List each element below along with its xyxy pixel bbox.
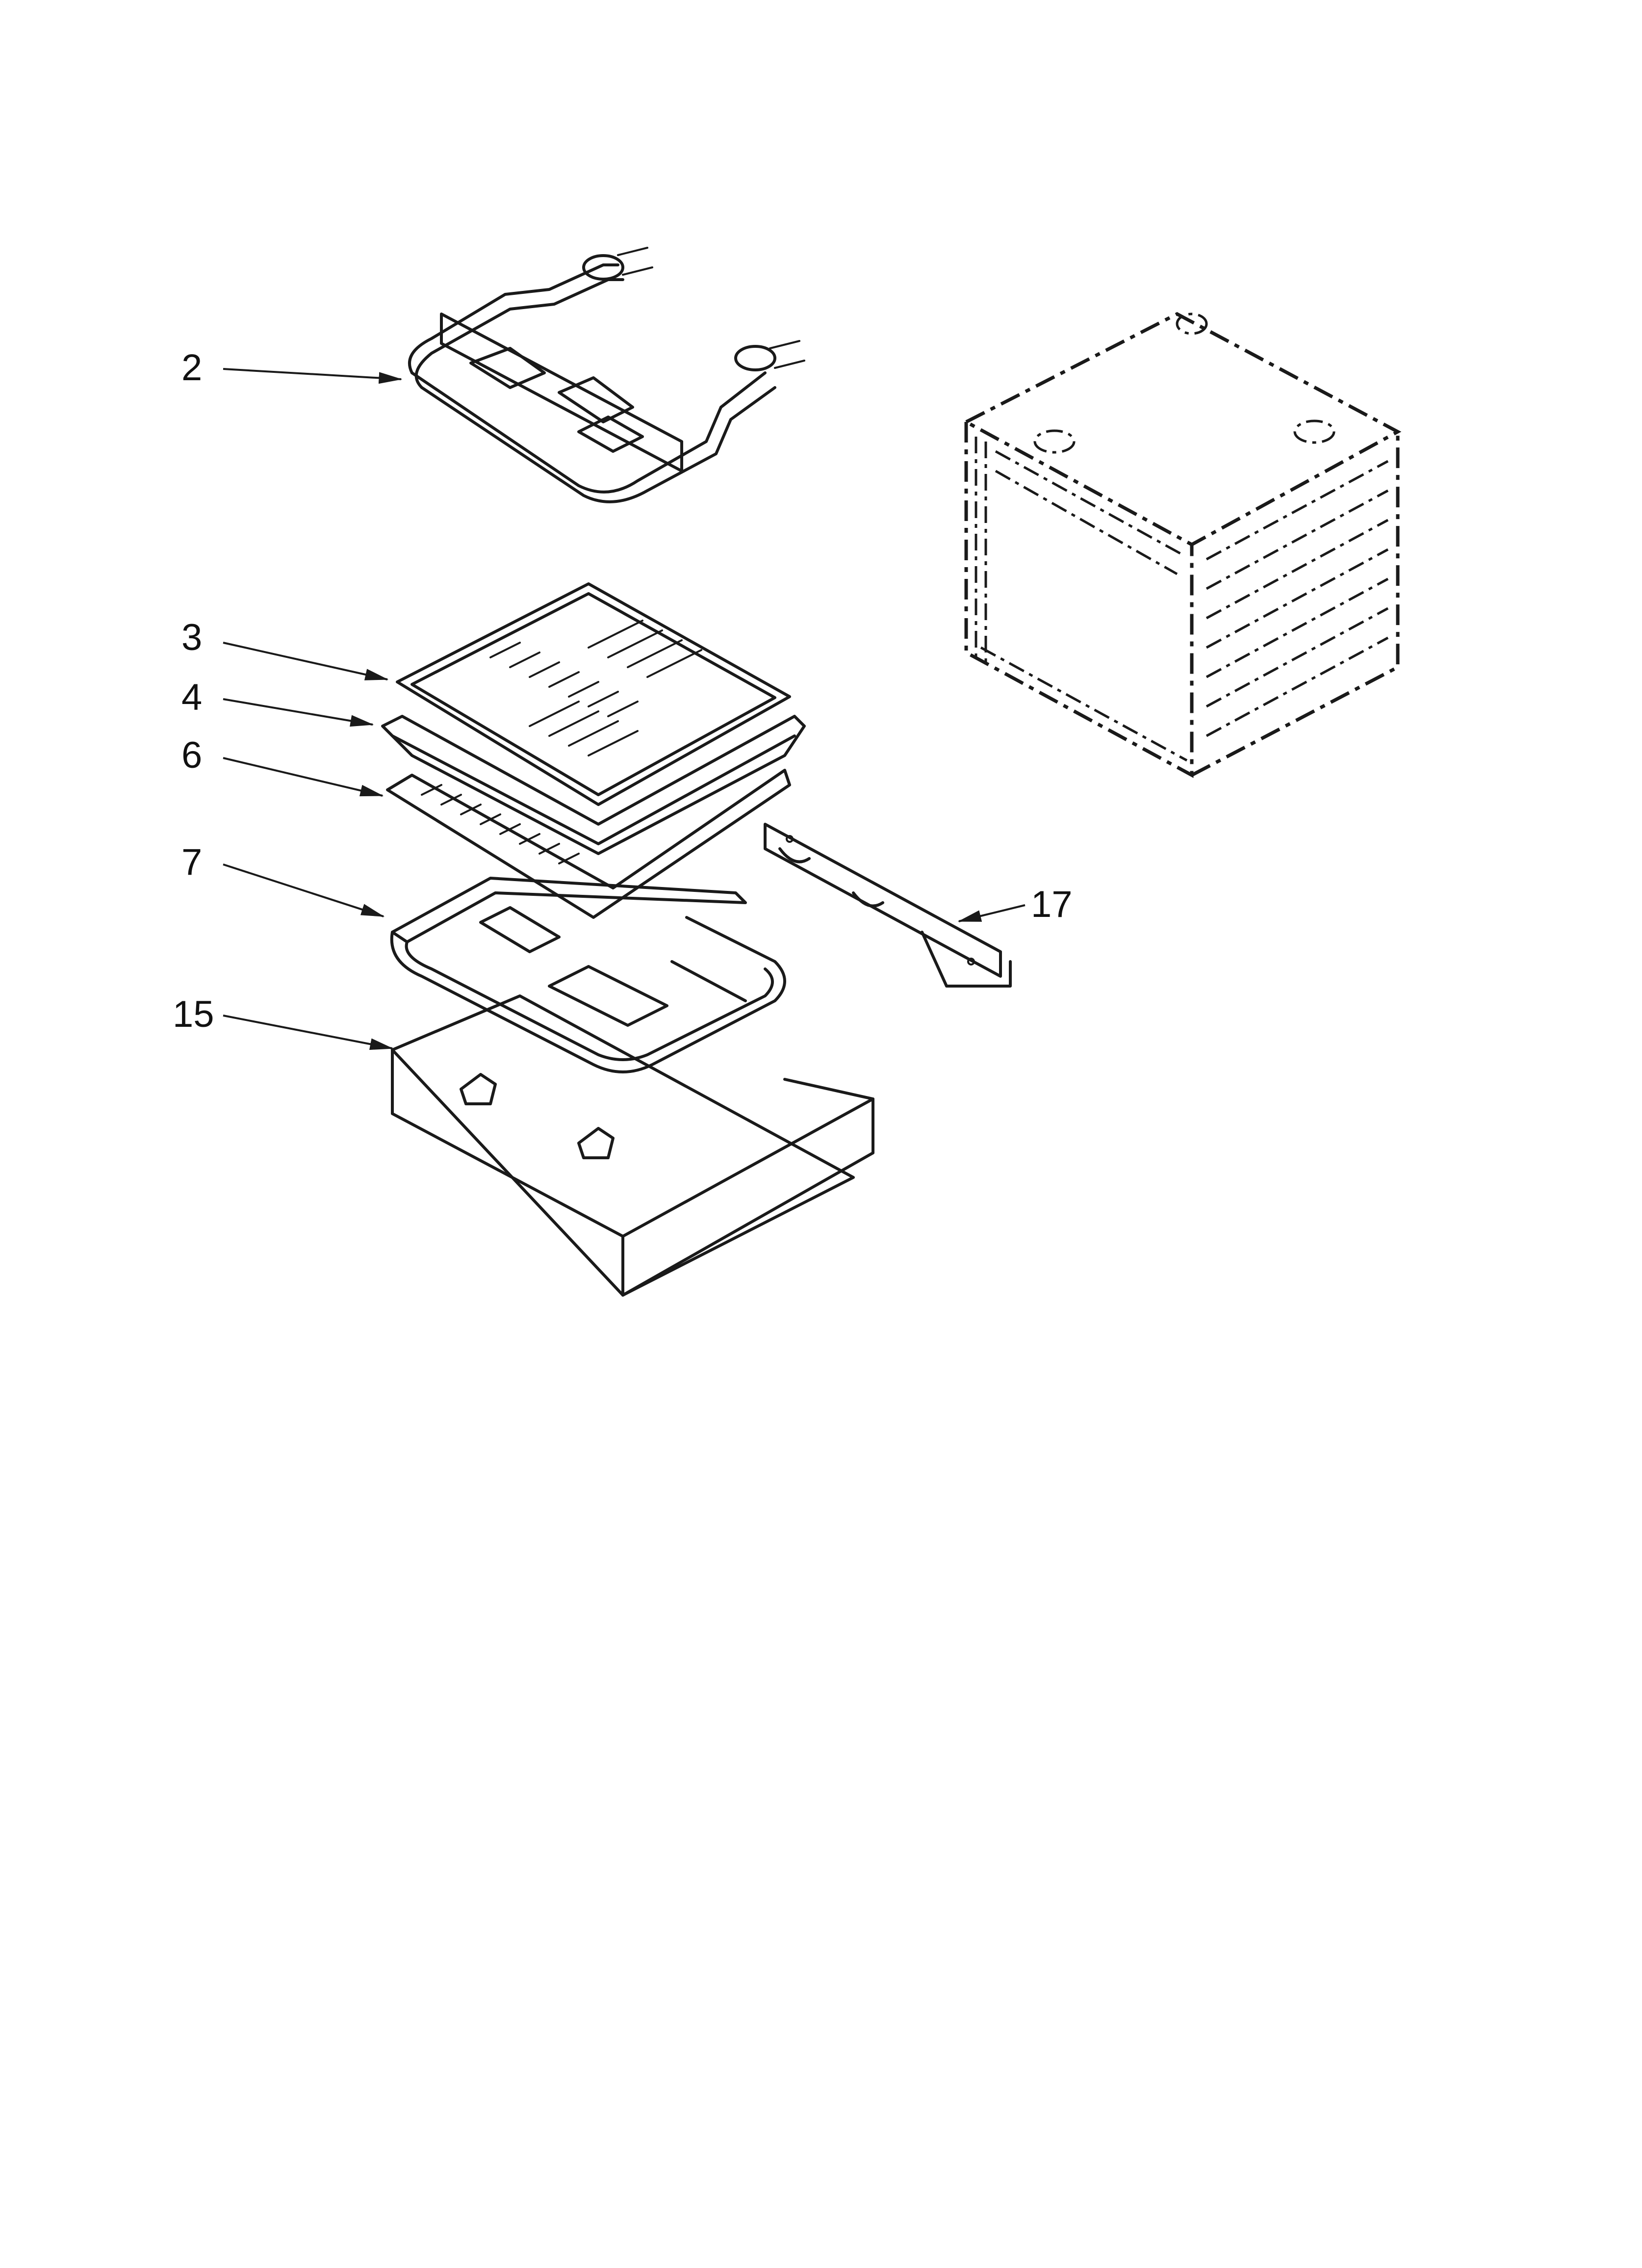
callout-3: 3 [181, 617, 203, 658]
oven-cavity-phantom [962, 312, 1402, 778]
oven-rack-part-6 [386, 769, 791, 919]
leader-15 [223, 1015, 394, 1050]
callout-4: 4 [181, 677, 203, 718]
drawer-panel-part-15 [391, 994, 874, 1297]
leader-17 [957, 904, 1026, 922]
callout-6: 6 [181, 734, 203, 776]
leader-3 [223, 642, 389, 680]
callout-7: 7 [181, 841, 203, 883]
leader-6 [223, 757, 384, 797]
callout-17: 17 [1031, 884, 1073, 925]
bake-element-part-7 [390, 877, 786, 1073]
leader-4 [223, 698, 374, 727]
leader-2 [223, 368, 403, 384]
broil-element-part-2 [408, 247, 805, 503]
leader-7 [223, 863, 385, 917]
callout-2: 2 [181, 347, 203, 389]
bracket-part-17 [764, 823, 1012, 988]
leader-lines [223, 368, 1026, 1050]
callout-15: 15 [173, 993, 214, 1035]
broiler-grid-part-3 [396, 582, 791, 806]
broiler-pan-part-4 [381, 715, 806, 855]
